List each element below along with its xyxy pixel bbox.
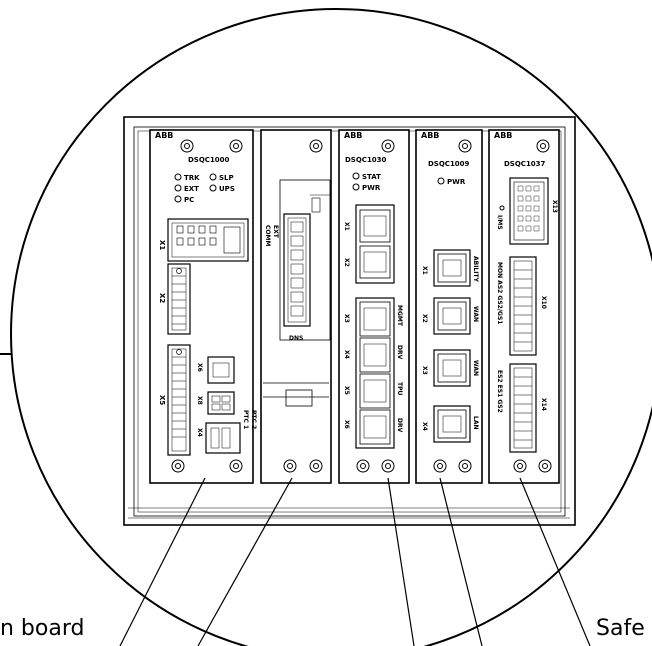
port-side-label: DRV [396,418,403,433]
callout-label-main-board: n board [0,616,85,641]
svg-text:PWR: PWR [447,178,466,186]
safety-x13-connector [509,177,549,245]
port-side-label: LAN [472,416,479,430]
screw-icon [283,139,323,473]
led-indicator-icon [209,184,217,192]
port-label: X4 [343,350,350,359]
rj45-port-stack-bottom [355,297,395,449]
port-label: X2 [158,293,166,303]
port-label: X1 [343,222,350,231]
port-label: X2 [343,258,350,267]
main-x5-terminal-block [167,344,191,456]
port-label: X3 [343,314,350,323]
port-label: X4 [196,428,203,437]
led-indicator-icon [174,184,182,192]
led-indicator-icon [437,177,445,185]
main-x2-terminal-block [167,263,191,335]
power-conn-label2: EXT [272,225,279,239]
port-label: X6 [343,420,350,429]
power-connector-bracket [279,179,331,341]
screw-icon [171,139,243,473]
power-bottom-label: DNS [289,335,303,342]
port-side-label: WAN [472,360,479,376]
comm-brand-logo: ABB [344,131,362,140]
led-indicator-icon [174,195,182,203]
power-module-faceplate [260,129,332,484]
led-indicator-icon [174,173,182,181]
rj45-ports [433,249,471,443]
safety-module-faceplate [488,129,560,484]
safety-signal-labels: ES2 ES1 GS2 [496,370,503,413]
svg-text:UPS: UPS [219,185,235,193]
svg-text:SLP: SLP [219,174,234,182]
main-brand-logo: ABB [155,131,173,140]
main-computer-module: ABB DSQC1000 TRK SLP EXT UPS PC X1 [149,129,257,484]
safety-module: ABB DSQC1037 X13 I/MS [488,129,560,484]
svg-text:STAT: STAT [362,173,381,181]
port-label: X3 [421,366,428,375]
port-label: X6 [196,363,203,372]
ethernet-switch-module: ABB DSQC1030 STAT PWR X1 X2 X3 X [338,129,410,484]
port-label: X5 [343,386,350,395]
main-led-group: TRK SLP EXT UPS PC [174,173,235,204]
port-label: X8 [196,396,203,405]
callout-label-safety: Safe [596,616,645,641]
main-model-label: DSQC1000 [188,156,230,164]
connectivity-module-faceplate [415,129,483,484]
port-label: X1 [158,240,166,250]
ptc2-label: PTC 2 [250,410,257,429]
port-side-label: MGMT [396,305,403,327]
port-label: X4 [421,422,428,431]
port-side-label: TPU [396,382,403,395]
main-module-faceplate [149,129,254,484]
safety-brand-logo: ABB [494,131,512,140]
port-label: X14 [540,398,547,411]
connectivity-model-label: DSQC1009 [428,160,470,168]
safety-x10-terminal-block [509,256,537,356]
screw-icon [513,139,552,473]
rj45-port-stack-top [355,204,395,284]
main-small-connectors [205,356,241,454]
connectivity-brand-logo: ABB [421,131,439,140]
port-label: X10 [540,296,547,309]
power-conn-label: COMM [264,225,271,246]
port-side-label: WAN [472,306,479,322]
main-x1-connector [167,218,249,262]
port-side-label: DRV [396,345,403,360]
port-label: X1 [421,266,428,275]
svg-text:TRK: TRK [184,174,200,182]
port-label: X5 [158,395,166,405]
comm-model-label: DSQC1030 [345,156,387,164]
screw-icon [433,139,472,473]
ptc-label: PTC 1 [242,410,249,429]
power-module: COMM EXT DNS [260,129,332,484]
svg-text:PC: PC [184,196,194,204]
svg-text:PWR: PWR [362,184,381,192]
port-side-label: ABILITY [472,256,479,283]
screw-icon [356,139,395,473]
svg-text:EXT: EXT [184,185,199,193]
power-handle [263,382,329,407]
port-label: X2 [421,314,428,323]
safety-signal-labels: MON AS2 GS2/GS1 [496,262,503,324]
led-indicator-icon [209,173,217,181]
connectivity-module: ABB DSQC1009 PWR X1 X2 X3 X4 ABILITY WAN… [415,129,483,484]
led-indicator-icon [352,172,360,180]
safety-x14-terminal-block [509,363,537,453]
callout-leader-lines [119,477,591,646]
safety-model-label: DSQC1037 [504,160,546,168]
safety-side-label: I/MS [496,215,503,230]
led-indicator-icon [352,183,360,191]
port-label: X13 [551,200,558,213]
comm-module-faceplate [338,129,410,484]
led-indicator-icon [499,205,505,211]
